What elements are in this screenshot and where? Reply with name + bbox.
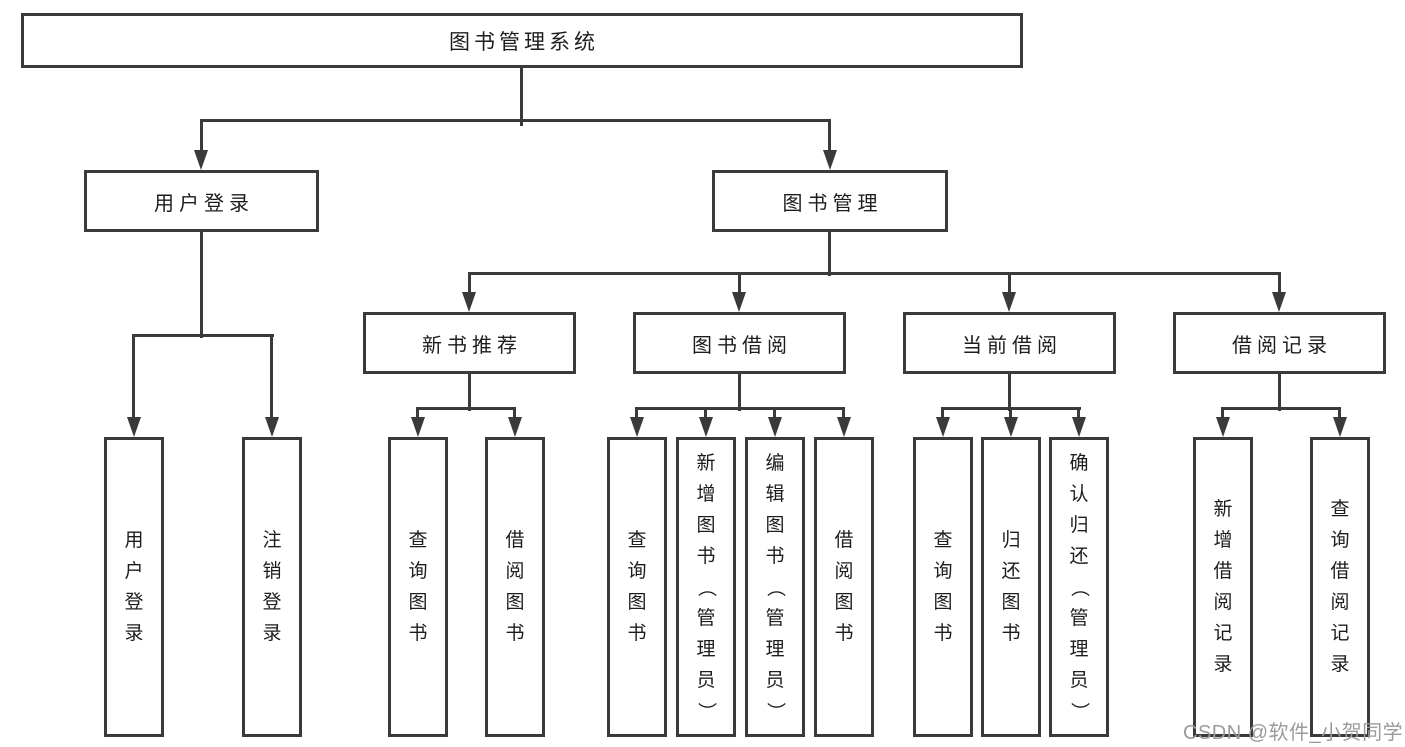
arrow-down-icon bbox=[837, 417, 851, 437]
leaf-add-borrow-record: 新增借阅记录 bbox=[1193, 437, 1253, 737]
node-label: 当前借阅 bbox=[962, 334, 1062, 357]
node-current-borrow: 当前借阅 bbox=[903, 312, 1116, 374]
arrow-down-icon bbox=[732, 292, 746, 312]
connector-hline bbox=[1221, 407, 1341, 410]
connector-hline bbox=[416, 407, 516, 410]
arrow-down-icon bbox=[1272, 292, 1286, 312]
connector-vline bbox=[1221, 407, 1224, 419]
node-label: 查询图书 bbox=[627, 530, 647, 644]
arrow-down-icon bbox=[1002, 292, 1016, 312]
node-label: 借阅记录 bbox=[1232, 334, 1332, 357]
arrow-down-icon bbox=[508, 417, 522, 437]
node-label: 查询图书 bbox=[933, 530, 953, 644]
arrow-down-icon bbox=[1004, 417, 1018, 437]
node-label: 用户登录 bbox=[154, 192, 254, 215]
node-label: 编辑图书（管理员） bbox=[764, 452, 786, 721]
connector-vline bbox=[828, 231, 831, 276]
node-label: 新增借阅记录 bbox=[1213, 499, 1233, 675]
connector-hline bbox=[468, 272, 1281, 275]
leaf-current-query-books: 查询图书 bbox=[913, 437, 973, 737]
leaf-edit-books-admin: 编辑图书（管理员） bbox=[745, 437, 805, 737]
connector-vline bbox=[704, 407, 707, 419]
arrow-down-icon bbox=[699, 417, 713, 437]
leaf-logout: 注销登录 bbox=[242, 437, 302, 737]
connector-vline bbox=[132, 334, 135, 419]
node-borrow-records: 借阅记录 bbox=[1173, 312, 1386, 374]
connector-vline bbox=[1278, 272, 1281, 294]
connector-vline bbox=[842, 407, 845, 419]
arrow-down-icon bbox=[1216, 417, 1230, 437]
node-book-borrow: 图书借阅 bbox=[633, 312, 846, 374]
node-library-management-system: 图书管理系统 bbox=[21, 13, 1023, 68]
arrow-down-icon bbox=[1333, 417, 1347, 437]
arrow-down-icon bbox=[411, 417, 425, 437]
leaf-user-login: 用户登录 bbox=[104, 437, 164, 737]
arrow-down-icon bbox=[462, 292, 476, 312]
arrow-down-icon bbox=[936, 417, 950, 437]
connector-vline bbox=[773, 407, 776, 419]
connector-vline bbox=[738, 272, 741, 294]
leaf-add-books-admin: 新增图书（管理员） bbox=[676, 437, 736, 737]
leaf-recommend-borrow-books: 借阅图书 bbox=[485, 437, 545, 737]
csdn-watermark: CSDN @软件_小贺同学 bbox=[1183, 722, 1404, 744]
arrow-down-icon bbox=[194, 150, 208, 170]
node-label: 新增图书（管理员） bbox=[695, 452, 717, 721]
connector-vline bbox=[1008, 371, 1011, 411]
connector-vline bbox=[1009, 407, 1012, 419]
node-label: 图书管理 bbox=[782, 192, 883, 215]
node-label: 查询借阅记录 bbox=[1330, 499, 1350, 675]
node-label: 确认归还（管理员） bbox=[1068, 452, 1090, 721]
node-label: 用户登录 bbox=[124, 530, 144, 644]
connector-vline bbox=[200, 119, 203, 151]
node-book-management: 图书管理 bbox=[712, 170, 948, 232]
node-label: 图书借阅 bbox=[692, 334, 792, 357]
node-label: 借阅图书 bbox=[834, 530, 854, 644]
connector-vline bbox=[1077, 407, 1080, 419]
arrow-down-icon bbox=[127, 417, 141, 437]
node-label: 注销登录 bbox=[262, 530, 282, 644]
connector-vline bbox=[738, 371, 741, 411]
node-user-login: 用户登录 bbox=[84, 170, 319, 232]
leaf-borrow-query-books: 查询图书 bbox=[607, 437, 667, 737]
node-label: 查询图书 bbox=[408, 530, 428, 644]
leaf-confirm-return-admin: 确认归还（管理员） bbox=[1049, 437, 1109, 737]
node-label: 借阅图书 bbox=[505, 530, 525, 644]
connector-vline bbox=[1278, 371, 1281, 411]
connector-vline bbox=[416, 407, 419, 419]
node-new-book-recommend: 新书推荐 bbox=[363, 312, 576, 374]
arrow-down-icon bbox=[768, 417, 782, 437]
leaf-query-borrow-record: 查询借阅记录 bbox=[1310, 437, 1370, 737]
connector-hline bbox=[635, 407, 845, 410]
arrow-down-icon bbox=[1072, 417, 1086, 437]
node-label: 新书推荐 bbox=[422, 334, 522, 357]
connector-vline bbox=[270, 334, 273, 419]
connector-vline bbox=[1008, 272, 1011, 294]
node-label: 图书管理系统 bbox=[449, 30, 599, 54]
connector-vline bbox=[468, 371, 471, 411]
connector-vline bbox=[520, 68, 523, 126]
node-label: 归还图书 bbox=[1001, 530, 1021, 644]
leaf-recommend-query-books: 查询图书 bbox=[388, 437, 448, 737]
arrow-down-icon bbox=[265, 417, 279, 437]
connector-vline bbox=[941, 407, 944, 419]
connector-vline bbox=[468, 272, 471, 294]
arrow-down-icon bbox=[823, 150, 837, 170]
connector-hline bbox=[132, 334, 274, 337]
connector-vline bbox=[513, 407, 516, 419]
leaf-borrow-books: 借阅图书 bbox=[814, 437, 874, 737]
connector-vline bbox=[828, 119, 831, 151]
connector-vline bbox=[200, 231, 203, 338]
connector-hline bbox=[200, 119, 831, 122]
arrow-down-icon bbox=[630, 417, 644, 437]
connector-vline bbox=[635, 407, 638, 419]
leaf-return-books: 归还图书 bbox=[981, 437, 1041, 737]
connector-vline bbox=[1338, 407, 1341, 419]
